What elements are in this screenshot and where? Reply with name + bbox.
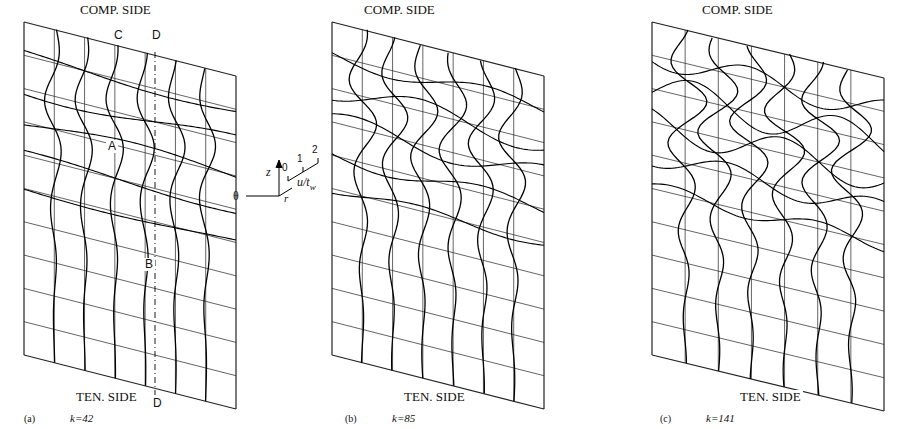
panel-caption: k=85 (392, 413, 415, 425)
panel-caption: k=141 (706, 413, 735, 425)
deformed-curve (332, 154, 544, 213)
scale-tick (318, 158, 319, 163)
axis-line (246, 196, 279, 197)
deformed-curve (831, 70, 871, 403)
point-label: B (143, 258, 155, 271)
section-line (155, 52, 156, 395)
deformed-curve (106, 45, 123, 378)
panel-caption: (a) (24, 414, 35, 425)
deformed-curve (137, 53, 154, 386)
axis-label: z (266, 166, 271, 179)
grid-line (652, 222, 884, 278)
deformed-curve (24, 125, 236, 177)
grid-line (24, 355, 236, 409)
grid-line (24, 155, 236, 209)
mesh-panel (332, 22, 544, 409)
panel-caption: (b) (345, 414, 357, 425)
deformed-curve (652, 109, 884, 188)
deformed-curve (652, 184, 884, 252)
side-label: COMP. SIDE (700, 3, 775, 17)
arrow-head (276, 160, 282, 168)
axis-label: θ (233, 190, 239, 203)
grid-line (652, 89, 884, 145)
deformed-curve (411, 45, 438, 378)
grid-line (652, 355, 884, 411)
side-label: COMP. SIDE (78, 3, 153, 17)
point-label: A (106, 140, 118, 153)
deformed-curve (24, 150, 236, 213)
deformed-curve (332, 193, 544, 245)
mesh-panel (652, 22, 884, 411)
deformed-curve (24, 189, 236, 240)
deformed-curve (730, 46, 768, 379)
axis-label: r (284, 193, 288, 205)
scale-number: 2 (312, 145, 318, 156)
side-label: TEN. SIDE (738, 390, 803, 404)
axis-subscript: w (310, 183, 316, 192)
side-label: COMP. SIDE (362, 3, 437, 17)
deformed-curve (439, 53, 466, 386)
scale-tick (288, 176, 289, 181)
side-label: TEN. SIDE (74, 390, 139, 404)
panel-caption: k=42 (70, 413, 93, 425)
grid-line (332, 255, 544, 309)
deformed-curve (24, 51, 236, 112)
deformed-curve (652, 161, 884, 203)
deformed-curve (332, 53, 544, 112)
panel-caption: (c) (660, 414, 671, 425)
deformed-curve (468, 61, 494, 394)
scale-tick (303, 167, 304, 172)
grid-line (652, 22, 884, 78)
grid-line (332, 222, 544, 276)
grid-line (332, 89, 544, 143)
deformed-curve (332, 114, 544, 166)
deformed-curve (652, 80, 884, 151)
grid-line (24, 322, 236, 376)
deformed-curve (698, 38, 738, 371)
scale-number: 0 (282, 163, 288, 174)
side-label: TEN. SIDE (402, 390, 467, 404)
deformed-curve (382, 37, 408, 370)
deformed-curve (332, 96, 544, 150)
axis-label: u/t (297, 176, 310, 189)
point-label: C (112, 29, 125, 42)
grid-line (24, 189, 236, 243)
point-label: D (150, 29, 163, 42)
grid-line (652, 255, 884, 311)
deformed-curve (668, 30, 707, 363)
point-label: D (151, 397, 164, 410)
scale-number: 1 (297, 154, 303, 165)
deformed-curve (652, 62, 884, 110)
grid-line (332, 355, 544, 409)
deformed-curve (75, 37, 92, 370)
deformed-curve (499, 68, 526, 401)
axis-triad (246, 158, 318, 196)
grid-line (24, 55, 236, 109)
deformed-curve (802, 62, 840, 395)
mesh-panel (24, 22, 236, 409)
